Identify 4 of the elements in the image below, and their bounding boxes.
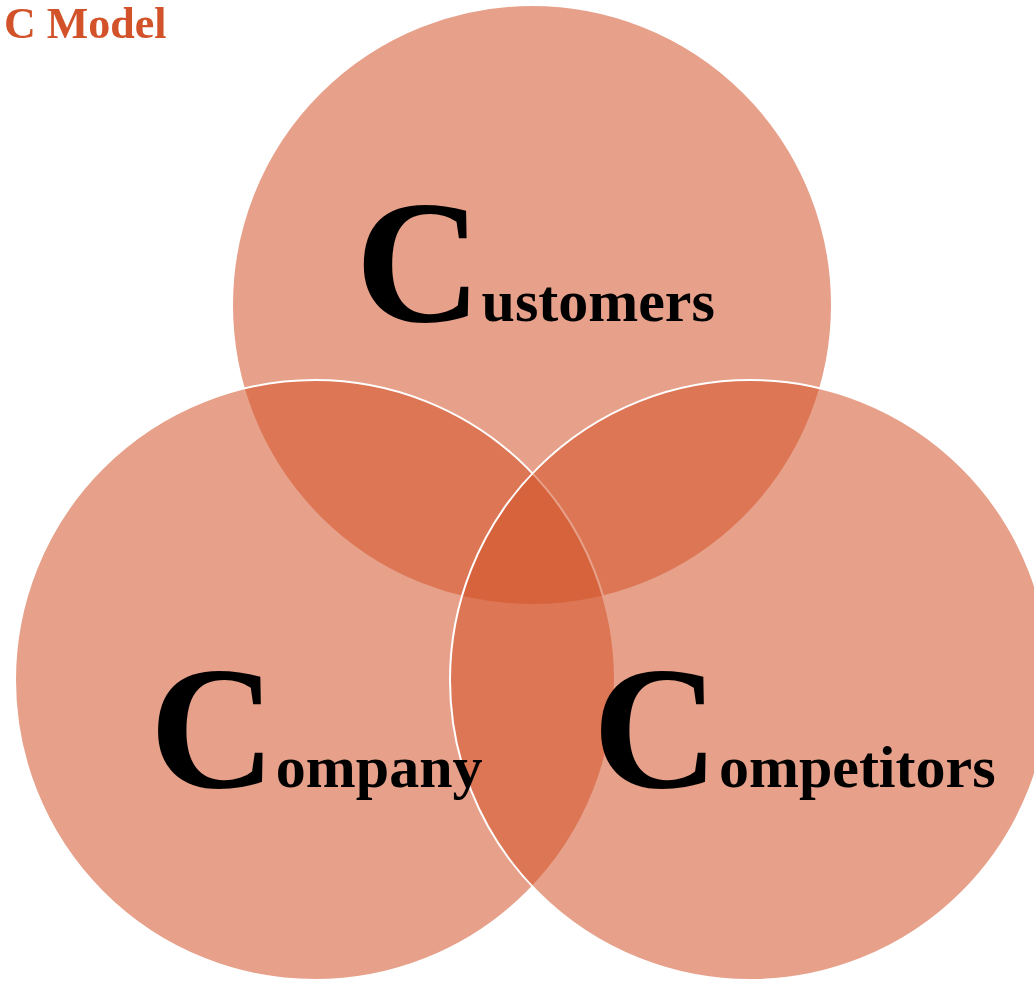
circle-label: Competitors [592, 640, 996, 816]
title: C Model [4, 0, 167, 49]
circle-label: Company [149, 640, 483, 816]
circle-label: Customers [355, 174, 715, 350]
